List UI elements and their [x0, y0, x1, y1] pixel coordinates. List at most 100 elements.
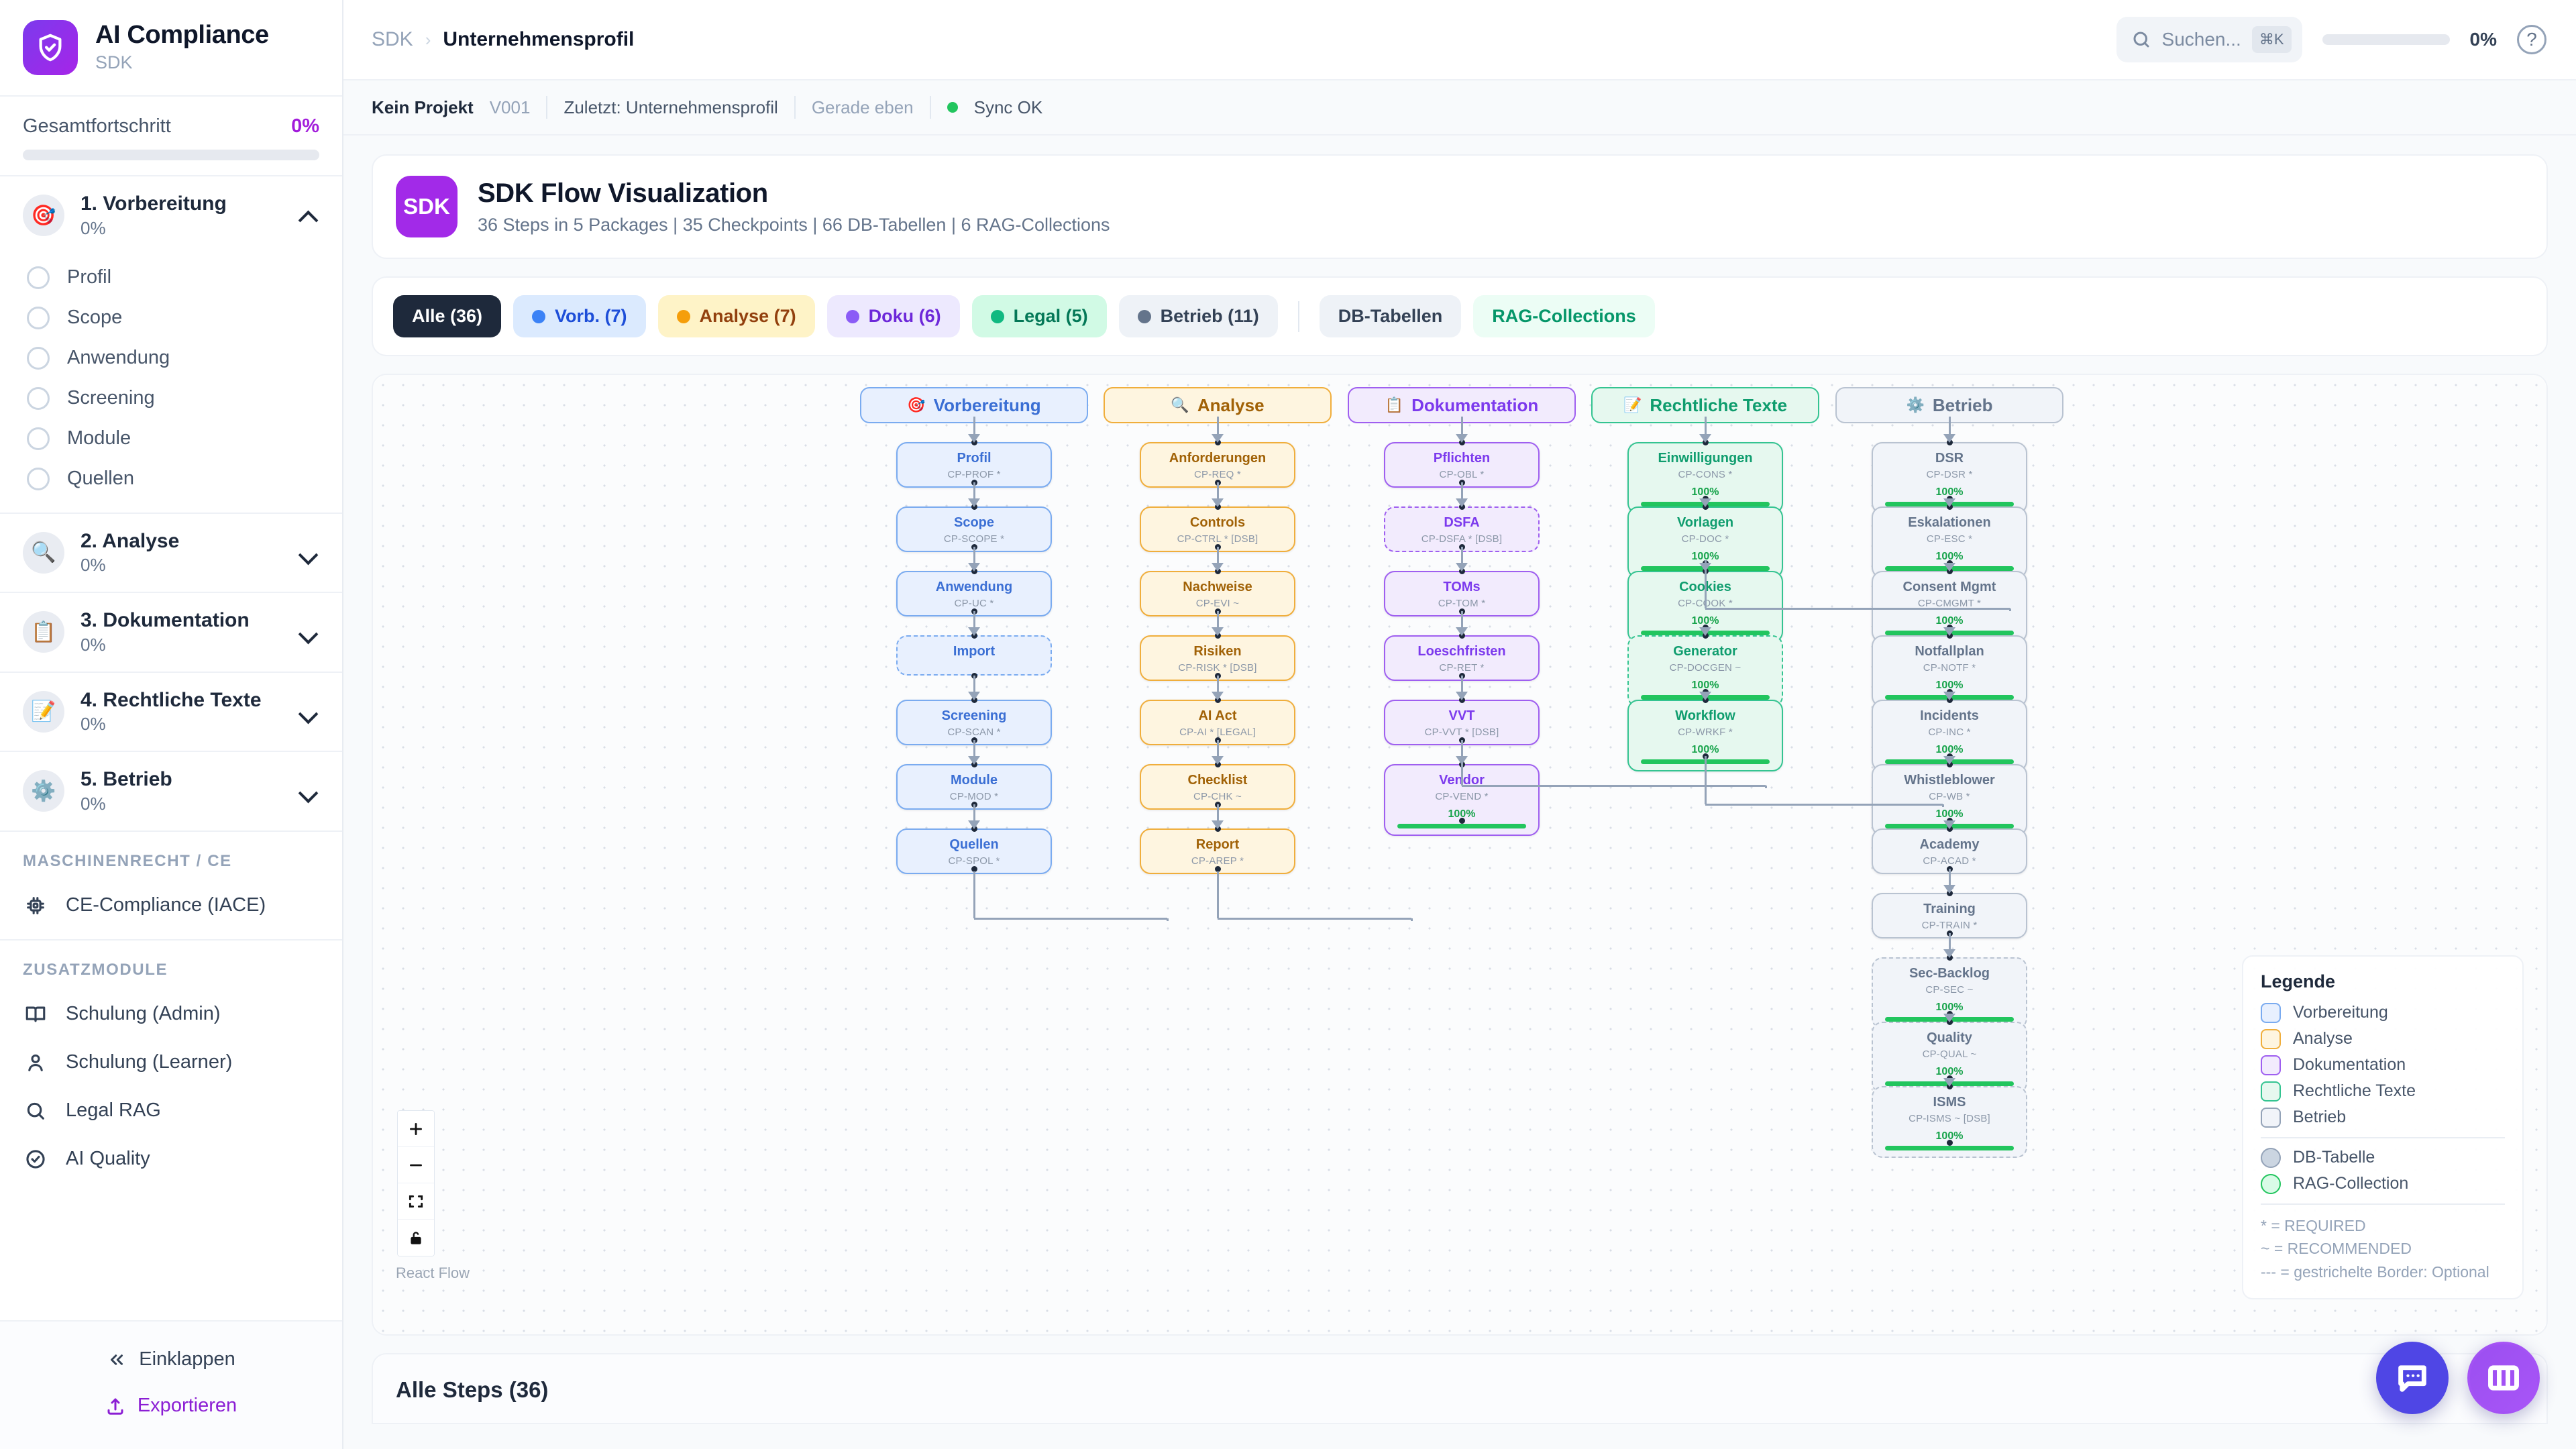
breadcrumb-root[interactable]: SDK	[372, 28, 413, 50]
meta-last: Zuletzt: Unternehmensprofil	[564, 97, 778, 117]
flow-edge-arrow	[1943, 949, 1955, 958]
chevron-down-icon[interactable]	[299, 785, 319, 797]
filter-chip-betrieb-11[interactable]: Betrieb (11)	[1118, 295, 1278, 337]
flow-cross-edge	[1462, 784, 1766, 787]
chevron-up-icon[interactable]	[299, 209, 319, 221]
legend-label: Analyse	[2293, 1029, 2353, 1048]
legend-title: Legende	[2261, 971, 2336, 991]
legend-swatch	[2261, 1173, 2281, 1194]
sidebar: AI Compliance SDK Gesamtfortschritt 0% 🎯…	[0, 0, 343, 1449]
flow-node-progress-label: 100%	[1935, 1002, 1964, 1013]
sidebar-nav-ce-compliance-iace[interactable]: CE-Compliance (IACE)	[0, 881, 342, 930]
sidebar-nav-schulung-admin[interactable]: Schulung (Admin)	[0, 990, 342, 1038]
step-status-radio[interactable]	[27, 427, 50, 450]
chip-label: Legal (5)	[1013, 306, 1088, 326]
chevron-down-icon[interactable]	[299, 626, 319, 638]
sidebar-item-quellen[interactable]: Quellen	[0, 459, 342, 499]
filter-chip-analyse-7[interactable]: Analyse (7)	[657, 295, 815, 337]
flow-cross-edge	[973, 871, 975, 918]
step-status-radio[interactable]	[27, 386, 50, 410]
step-status-radio[interactable]	[27, 306, 50, 329]
flow-node[interactable]: Import	[896, 635, 1052, 676]
flow-node-progress-label: 100%	[1691, 615, 1719, 627]
step-status-radio[interactable]	[27, 266, 50, 289]
flow-node-progress-label: 100%	[1935, 1066, 1964, 1077]
section-title: MASCHINENRECHT / CE	[23, 851, 232, 870]
zoom-in-button[interactable]	[398, 1111, 434, 1147]
phase-icon: 📝	[23, 690, 64, 733]
chevrons-left-icon	[111, 1354, 123, 1365]
lock-button[interactable]	[398, 1220, 434, 1256]
topbar-right: Suchen... ⌘K 0% ?	[2116, 17, 2546, 62]
flow-node-code: CP-TOM *	[1438, 598, 1486, 609]
collapse-sidebar-button[interactable]: Einklappen	[0, 1336, 342, 1383]
filter-chip-rag-collections[interactable]: RAG-Collections	[1473, 295, 1655, 337]
flow-edge-arrow	[1456, 498, 1468, 507]
step-status-radio[interactable]	[27, 467, 50, 490]
flow-node-title: Workflow	[1675, 708, 1735, 723]
meta-version: V001	[489, 97, 531, 117]
sidebar-item-label: Anwendung	[67, 347, 170, 368]
sidebar-item-label: Scope	[67, 307, 123, 328]
column-icon: 📋	[1385, 396, 1404, 413]
page-subtitle: 36 Steps in 5 Packages | 35 Checkpoints …	[478, 214, 1110, 235]
chip-label: DB-Tabellen	[1338, 306, 1443, 326]
panel-fab[interactable]	[2467, 1342, 2540, 1414]
chevron-down-icon[interactable]	[299, 706, 319, 718]
flow-edge-arrow	[1943, 563, 1955, 572]
sidebar-nav-ai-quality[interactable]: AI Quality	[0, 1135, 342, 1183]
filter-chip-legal-5[interactable]: Legal (5)	[971, 295, 1107, 337]
sync-status-dot	[947, 102, 958, 113]
zoom-out-button[interactable]	[398, 1147, 434, 1183]
book-icon	[23, 1002, 48, 1027]
export-button[interactable]: Exportieren	[0, 1383, 342, 1429]
chevron-down-icon[interactable]	[299, 547, 319, 559]
flow-node-title: Notfallplan	[1915, 644, 1984, 659]
sidebar-item-screening[interactable]: Screening	[0, 378, 342, 419]
column-title: Analyse	[1197, 394, 1265, 415]
filter-chip-doku-6[interactable]: Doku (6)	[826, 295, 960, 337]
flow-header-card: SDK SDK Flow Visualization 36 Steps in 5…	[372, 154, 2548, 259]
flow-node-code: CP-CTRL * [DSB]	[1177, 533, 1258, 545]
sidebar-item-scope[interactable]: Scope	[0, 298, 342, 338]
sidebar-nav-legal-rag[interactable]: Legal RAG	[0, 1087, 342, 1135]
chat-fab[interactable]	[2376, 1342, 2449, 1414]
sidebar-nav-label: Schulung (Learner)	[66, 1051, 233, 1073]
flow-edge	[973, 740, 975, 757]
flow-cross-edge	[1704, 560, 1707, 608]
sidebar-item-anwendung[interactable]: Anwendung	[0, 338, 342, 378]
sidebar-item-module[interactable]: Module	[0, 419, 342, 459]
flow-node-progress-bar	[1885, 1146, 2014, 1150]
flow-edge-arrow	[1943, 1078, 1955, 1087]
filter-chip-db-tabellen[interactable]: DB-Tabellen	[1319, 295, 1462, 337]
flow-cross-edge	[1166, 918, 1169, 921]
sidebar-nav-schulung-learner[interactable]: Schulung (Learner)	[0, 1038, 342, 1087]
filter-chip-alle-36[interactable]: Alle (36)	[393, 295, 502, 337]
filter-chip-vorb-7[interactable]: Vorb. (7)	[513, 295, 646, 337]
search-placeholder: Suchen...	[2161, 29, 2241, 50]
sidebar-item-profil[interactable]: Profil	[0, 258, 342, 298]
flow-node-code: CP-WRKF *	[1678, 727, 1733, 738]
legend-swatch	[2261, 1055, 2281, 1075]
breadcrumb: SDK › Unternehmensprofil	[372, 28, 634, 51]
step-status-radio[interactable]	[27, 346, 50, 370]
search-input[interactable]: Suchen... ⌘K	[2116, 17, 2302, 62]
flow-edge-arrow	[968, 627, 980, 636]
phase-icon: 🔍	[23, 531, 64, 574]
legend-row: Betrieb	[2261, 1107, 2505, 1128]
fit-view-button[interactable]	[398, 1183, 434, 1220]
help-icon[interactable]: ?	[2517, 25, 2546, 54]
